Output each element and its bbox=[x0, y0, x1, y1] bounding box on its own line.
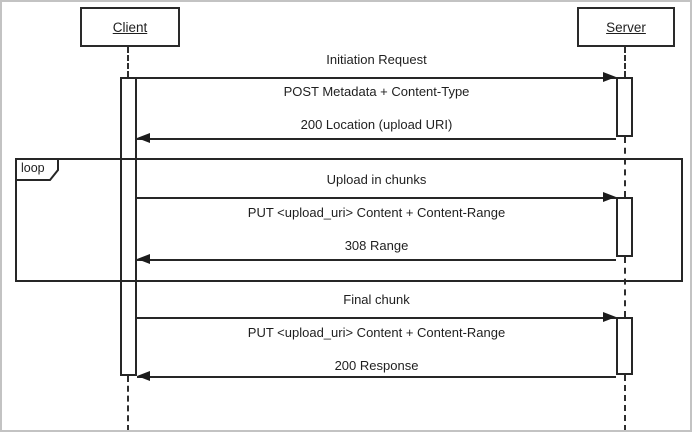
server-activation-bar bbox=[616, 197, 633, 257]
section-header-final: Final chunk bbox=[343, 292, 410, 307]
arrowhead-left-icon bbox=[137, 133, 150, 143]
message-line-response-2 bbox=[137, 259, 616, 261]
server-lifeline-segment bbox=[624, 47, 626, 77]
arrowhead-right-icon bbox=[603, 72, 616, 82]
message-label-response-2: 308 Range bbox=[344, 238, 409, 253]
client-lifeline-segment bbox=[127, 47, 129, 77]
actor-box-server: Server bbox=[577, 7, 675, 47]
message-line-request-3 bbox=[137, 317, 616, 319]
server-activation-bar bbox=[616, 77, 633, 137]
message-label-response-3: 200 Response bbox=[334, 358, 419, 373]
client-lifeline-segment bbox=[127, 376, 129, 430]
message-label-request-1: POST Metadata + Content-Type bbox=[283, 84, 470, 99]
section-header-initiation: Initiation Request bbox=[326, 52, 427, 67]
message-label-response-1: 200 Location (upload URI) bbox=[300, 117, 453, 132]
arrowhead-left-icon bbox=[137, 371, 150, 381]
message-line-request-1 bbox=[137, 77, 616, 79]
server-lifeline-segment bbox=[624, 137, 626, 197]
loop-fragment-frame bbox=[15, 158, 683, 282]
arrowhead-right-icon bbox=[603, 192, 616, 202]
client-activation-bar bbox=[120, 77, 137, 376]
arrowhead-left-icon bbox=[137, 254, 150, 264]
loop-fragment-tab bbox=[15, 158, 59, 181]
message-line-response-1 bbox=[137, 138, 616, 140]
server-activation-bar bbox=[616, 317, 633, 375]
message-line-request-2 bbox=[137, 197, 616, 199]
server-lifeline-segment bbox=[624, 375, 626, 430]
actor-box-client: Client bbox=[80, 7, 180, 47]
message-label-request-3: PUT <upload_uri> Content + Content-Range bbox=[247, 325, 506, 340]
arrowhead-right-icon bbox=[603, 312, 616, 322]
loop-fragment-label: loop bbox=[21, 161, 45, 175]
section-header-chunks: Upload in chunks bbox=[326, 172, 427, 187]
actor-label-client: Client bbox=[112, 19, 148, 35]
actor-label-server: Server bbox=[606, 19, 646, 35]
message-line-response-3 bbox=[137, 376, 616, 378]
message-label-request-2: PUT <upload_uri> Content + Content-Range bbox=[247, 205, 506, 220]
server-lifeline-segment bbox=[624, 257, 626, 317]
